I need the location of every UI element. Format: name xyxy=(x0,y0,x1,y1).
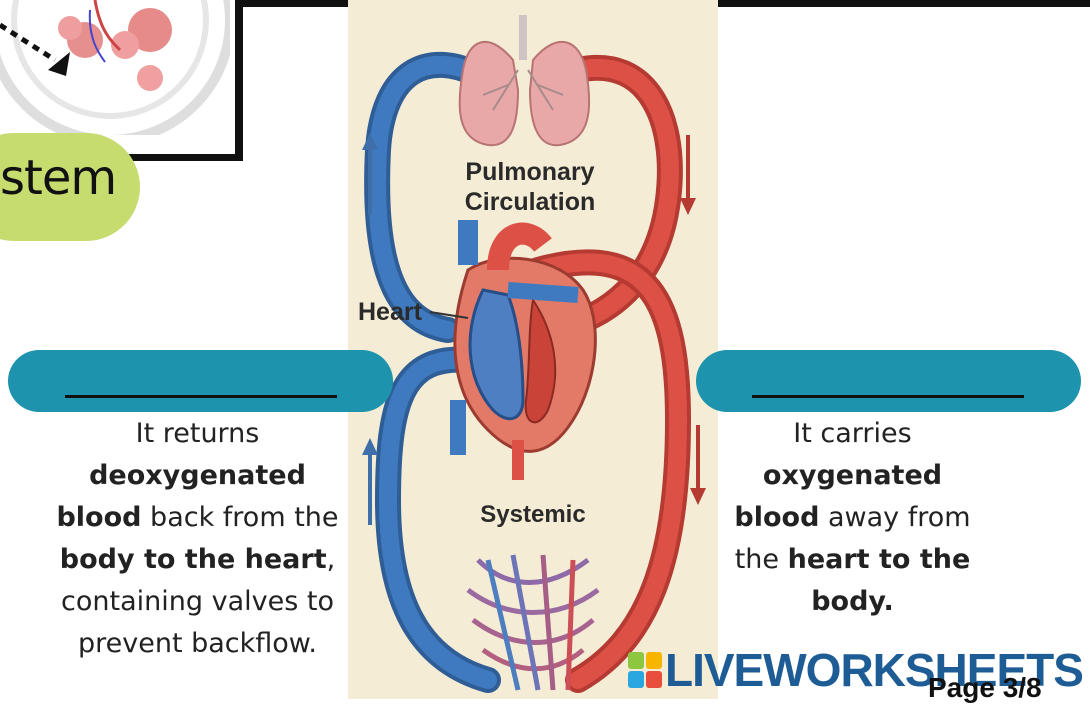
systemic-label: Systemic xyxy=(480,501,585,528)
right-description-line: It carries xyxy=(705,413,1000,455)
title-text: stem xyxy=(0,150,116,206)
left-description-text-segment: back from the xyxy=(141,502,338,533)
left-description-text-segment: containing valves to xyxy=(61,586,334,617)
right-description-line: the heart to the xyxy=(705,539,1000,581)
left-description-text-segment: deoxygenated xyxy=(89,460,306,491)
right-description-text-segment: the xyxy=(735,544,788,575)
left-blank-line xyxy=(65,395,337,398)
right-blank-pill[interactable] xyxy=(696,350,1081,412)
right-description-text-segment: It carries xyxy=(793,418,911,449)
right-description-text-segment: blood xyxy=(734,502,819,533)
lungs-thumbnail xyxy=(0,0,230,135)
right-description-text-segment: body. xyxy=(811,586,894,617)
circulation-diagram: Pulmonary Circulation Heart Systemic xyxy=(348,0,718,699)
left-description-text-segment: It returns xyxy=(136,418,260,449)
left-description-text-segment: prevent backflow. xyxy=(78,628,317,659)
right-blank-line xyxy=(752,395,1024,398)
left-description-text-segment: blood xyxy=(56,502,141,533)
pulmonary-label-2: Circulation xyxy=(465,188,596,216)
right-description-text-segment: away from xyxy=(819,502,970,533)
lungs-illustration xyxy=(460,15,590,145)
frame-vertical-line xyxy=(235,0,243,160)
left-description-text-segment: body to the heart xyxy=(60,544,327,575)
right-description-text-segment: heart to the xyxy=(788,544,971,575)
left-blank-pill[interactable] xyxy=(8,350,393,412)
right-description-text-segment: oxygenated xyxy=(763,460,942,491)
left-description-line: It returns xyxy=(20,413,375,455)
left-description-line: blood back from the xyxy=(20,497,375,539)
heart-label: Heart xyxy=(358,298,423,326)
right-description-line: oxygenated xyxy=(705,455,1000,497)
logo-icon xyxy=(628,652,662,688)
left-description: It returns deoxygenated blood back from th… xyxy=(20,413,375,665)
left-description-line: containing valves to xyxy=(20,581,375,623)
left-description-line: body to the heart, xyxy=(20,539,375,581)
left-description-line: prevent backflow. xyxy=(20,623,375,665)
right-description-line: body. xyxy=(705,581,1000,623)
left-description-line: deoxygenated xyxy=(20,455,375,497)
right-description-line: blood away from xyxy=(705,497,1000,539)
left-description-text-segment: , xyxy=(327,544,336,575)
page-number: Page 3/8 xyxy=(928,672,1042,704)
pulmonary-label-1: Pulmonary xyxy=(465,158,594,186)
